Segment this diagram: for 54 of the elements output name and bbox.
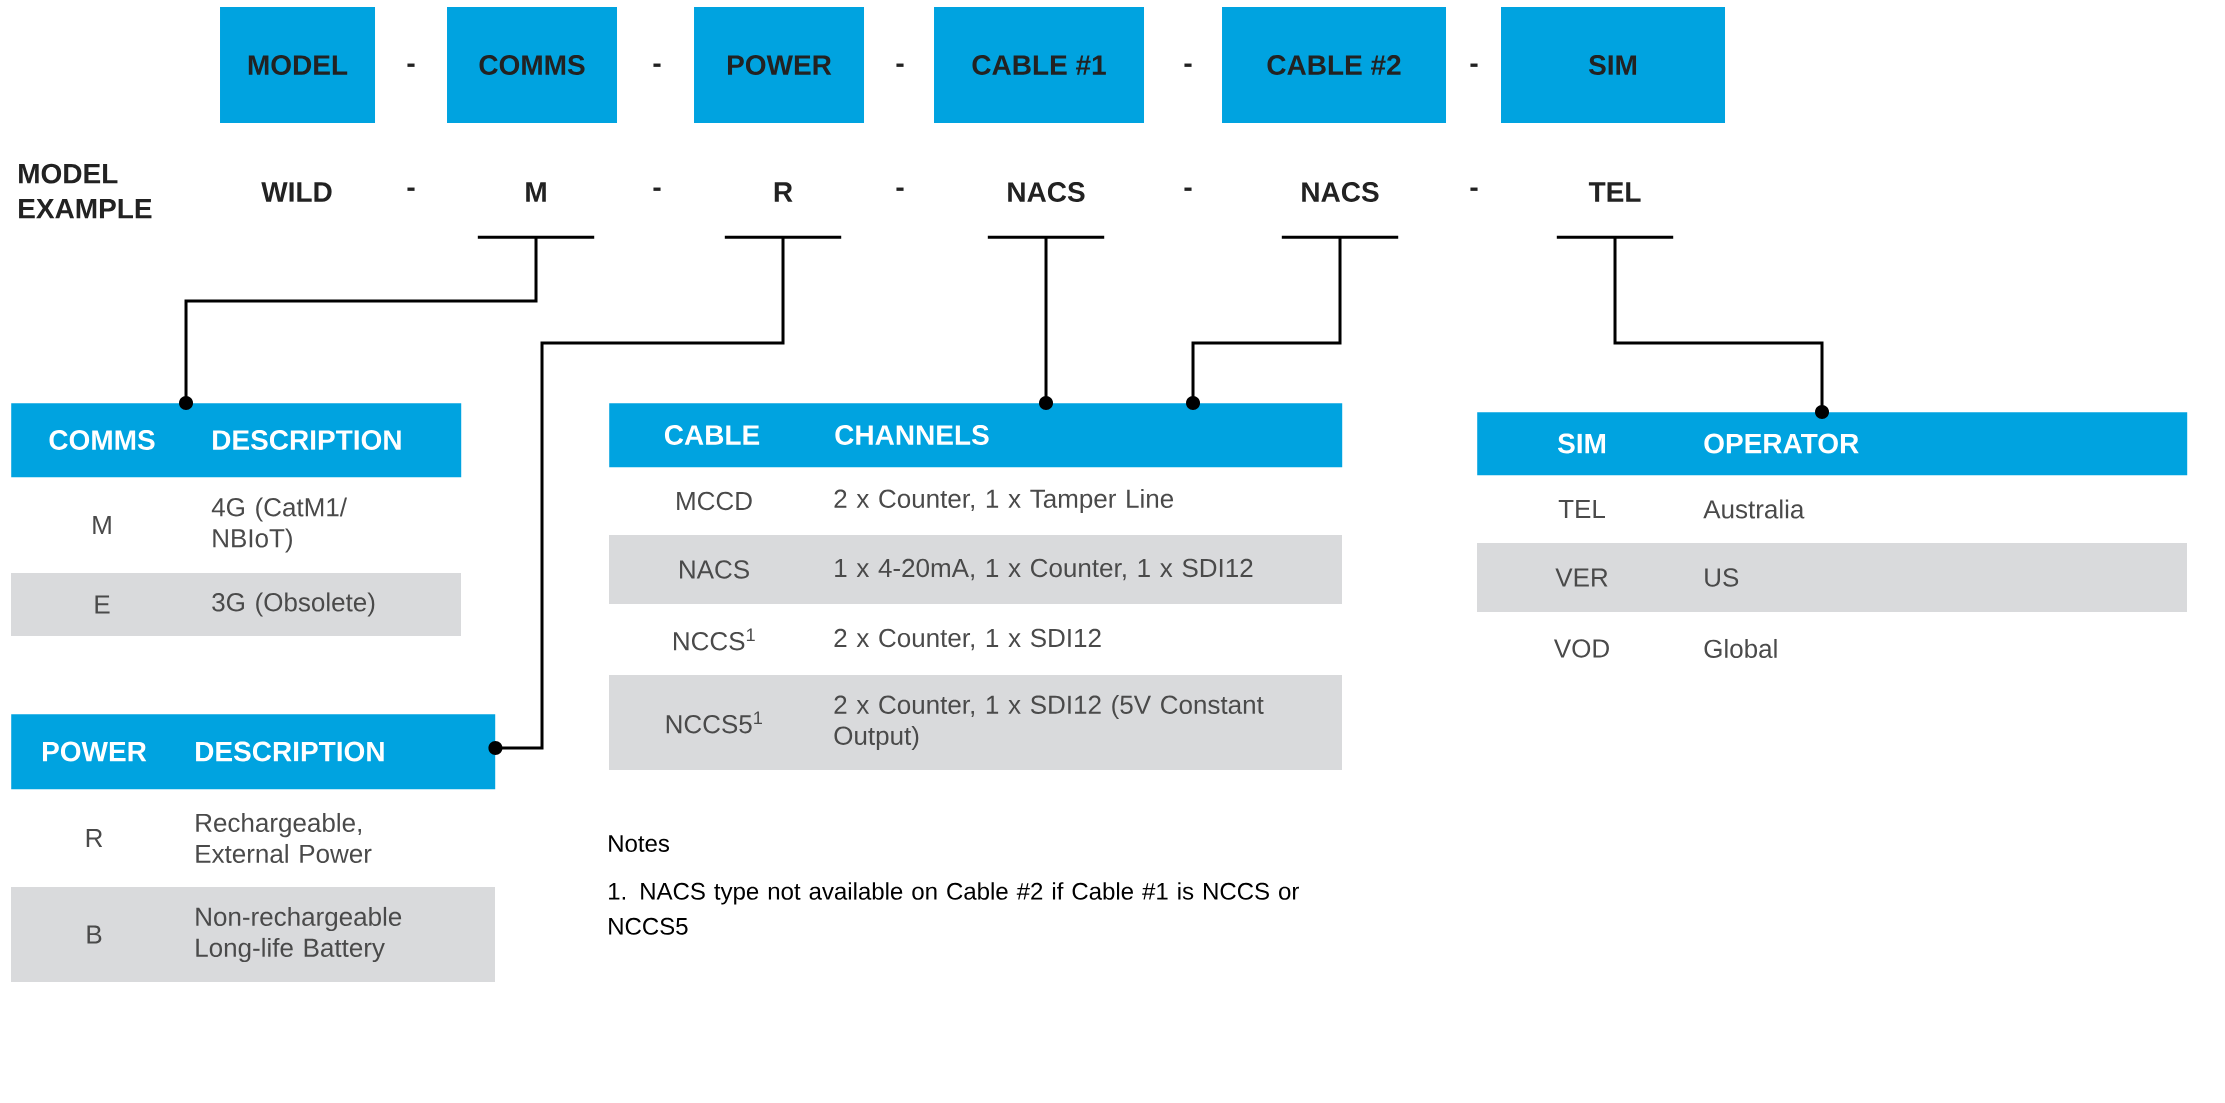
table-cell: 1 x 4-20mA, 1 x Counter, 1 x SDI12: [835, 558, 1253, 581]
table-cell: 3G (Obsolete): [212, 592, 375, 617]
model-code: WILD: [261, 182, 332, 202]
table-cell: E: [95, 595, 110, 614]
connector-line: [488, 237, 785, 755]
header-box: MODEL: [220, 7, 375, 123]
separator-dash: -: [407, 63, 415, 67]
separator-dash: -: [1184, 187, 1192, 191]
header-box: CABLE #2: [1222, 7, 1446, 123]
header-box: CABLE #1: [934, 7, 1144, 123]
table-cell: M: [93, 516, 111, 534]
model-code: M: [477, 182, 595, 239]
table-cell: Global: [1704, 638, 1777, 659]
model-code: NACS: [1281, 182, 1399, 239]
separator-dash: -: [1470, 63, 1478, 67]
notes-heading: Notes: [609, 835, 670, 852]
table-cell: B: [87, 925, 102, 944]
table-cell: VOD: [1553, 639, 1609, 658]
separator-dash: -: [896, 63, 904, 67]
table-header: CABLE CHANNELS: [609, 403, 1343, 468]
table-cell: R: [86, 829, 103, 847]
table-header: POWER DESCRIPTION: [11, 714, 496, 790]
connector-line: [179, 237, 538, 410]
connector-line: [1186, 237, 1342, 410]
model-code: TEL: [1556, 182, 1674, 239]
table-cell: NCCS$^{1}$: [674, 628, 755, 651]
separator-dash: -: [407, 187, 415, 191]
separator-dash: -: [1184, 63, 1192, 67]
table-cell: US: [1705, 568, 1739, 587]
table-cell: Australia: [1703, 499, 1805, 519]
separator-dash: -: [653, 187, 661, 191]
header-box: SIM: [1501, 7, 1725, 123]
separator-dash: -: [653, 63, 661, 67]
table-header: COMMS DESCRIPTION: [11, 403, 462, 478]
table-cell: Non-rechargeable Long-life Battery: [196, 906, 402, 963]
model-code: R: [724, 182, 842, 239]
model-code: NACS: [987, 182, 1105, 239]
table-cell: VER: [1555, 568, 1608, 587]
table-cell: NACS: [680, 560, 749, 579]
table-cell: Rechargeable, External Power: [196, 812, 372, 864]
table-cell: 2 x Counter, 1 x SDI12 (5V Constant Output): [834, 694, 1264, 751]
connector-line: [1039, 237, 1053, 410]
row-label: MODEL EXAMPLE: [19, 163, 152, 219]
table-cell: NCCS5$^{1}$: [666, 711, 762, 734]
table-header: SIM OPERATOR: [1477, 412, 2188, 476]
header-box: COMMS: [447, 7, 617, 123]
separator-dash: -: [1470, 187, 1478, 191]
connector-line: [1613, 237, 1829, 419]
table-cell: 2 x Counter, 1 x SDI12: [834, 628, 1101, 651]
note-text: 1. NACS type not available on Cable #2 if Cable #1 is NCCS or NCCS5: [609, 882, 1299, 935]
table-cell: TEL: [1558, 500, 1605, 518]
separator-dash: -: [896, 187, 904, 191]
table-cell: MCCD: [677, 491, 752, 511]
header-box: POWER: [694, 7, 864, 123]
